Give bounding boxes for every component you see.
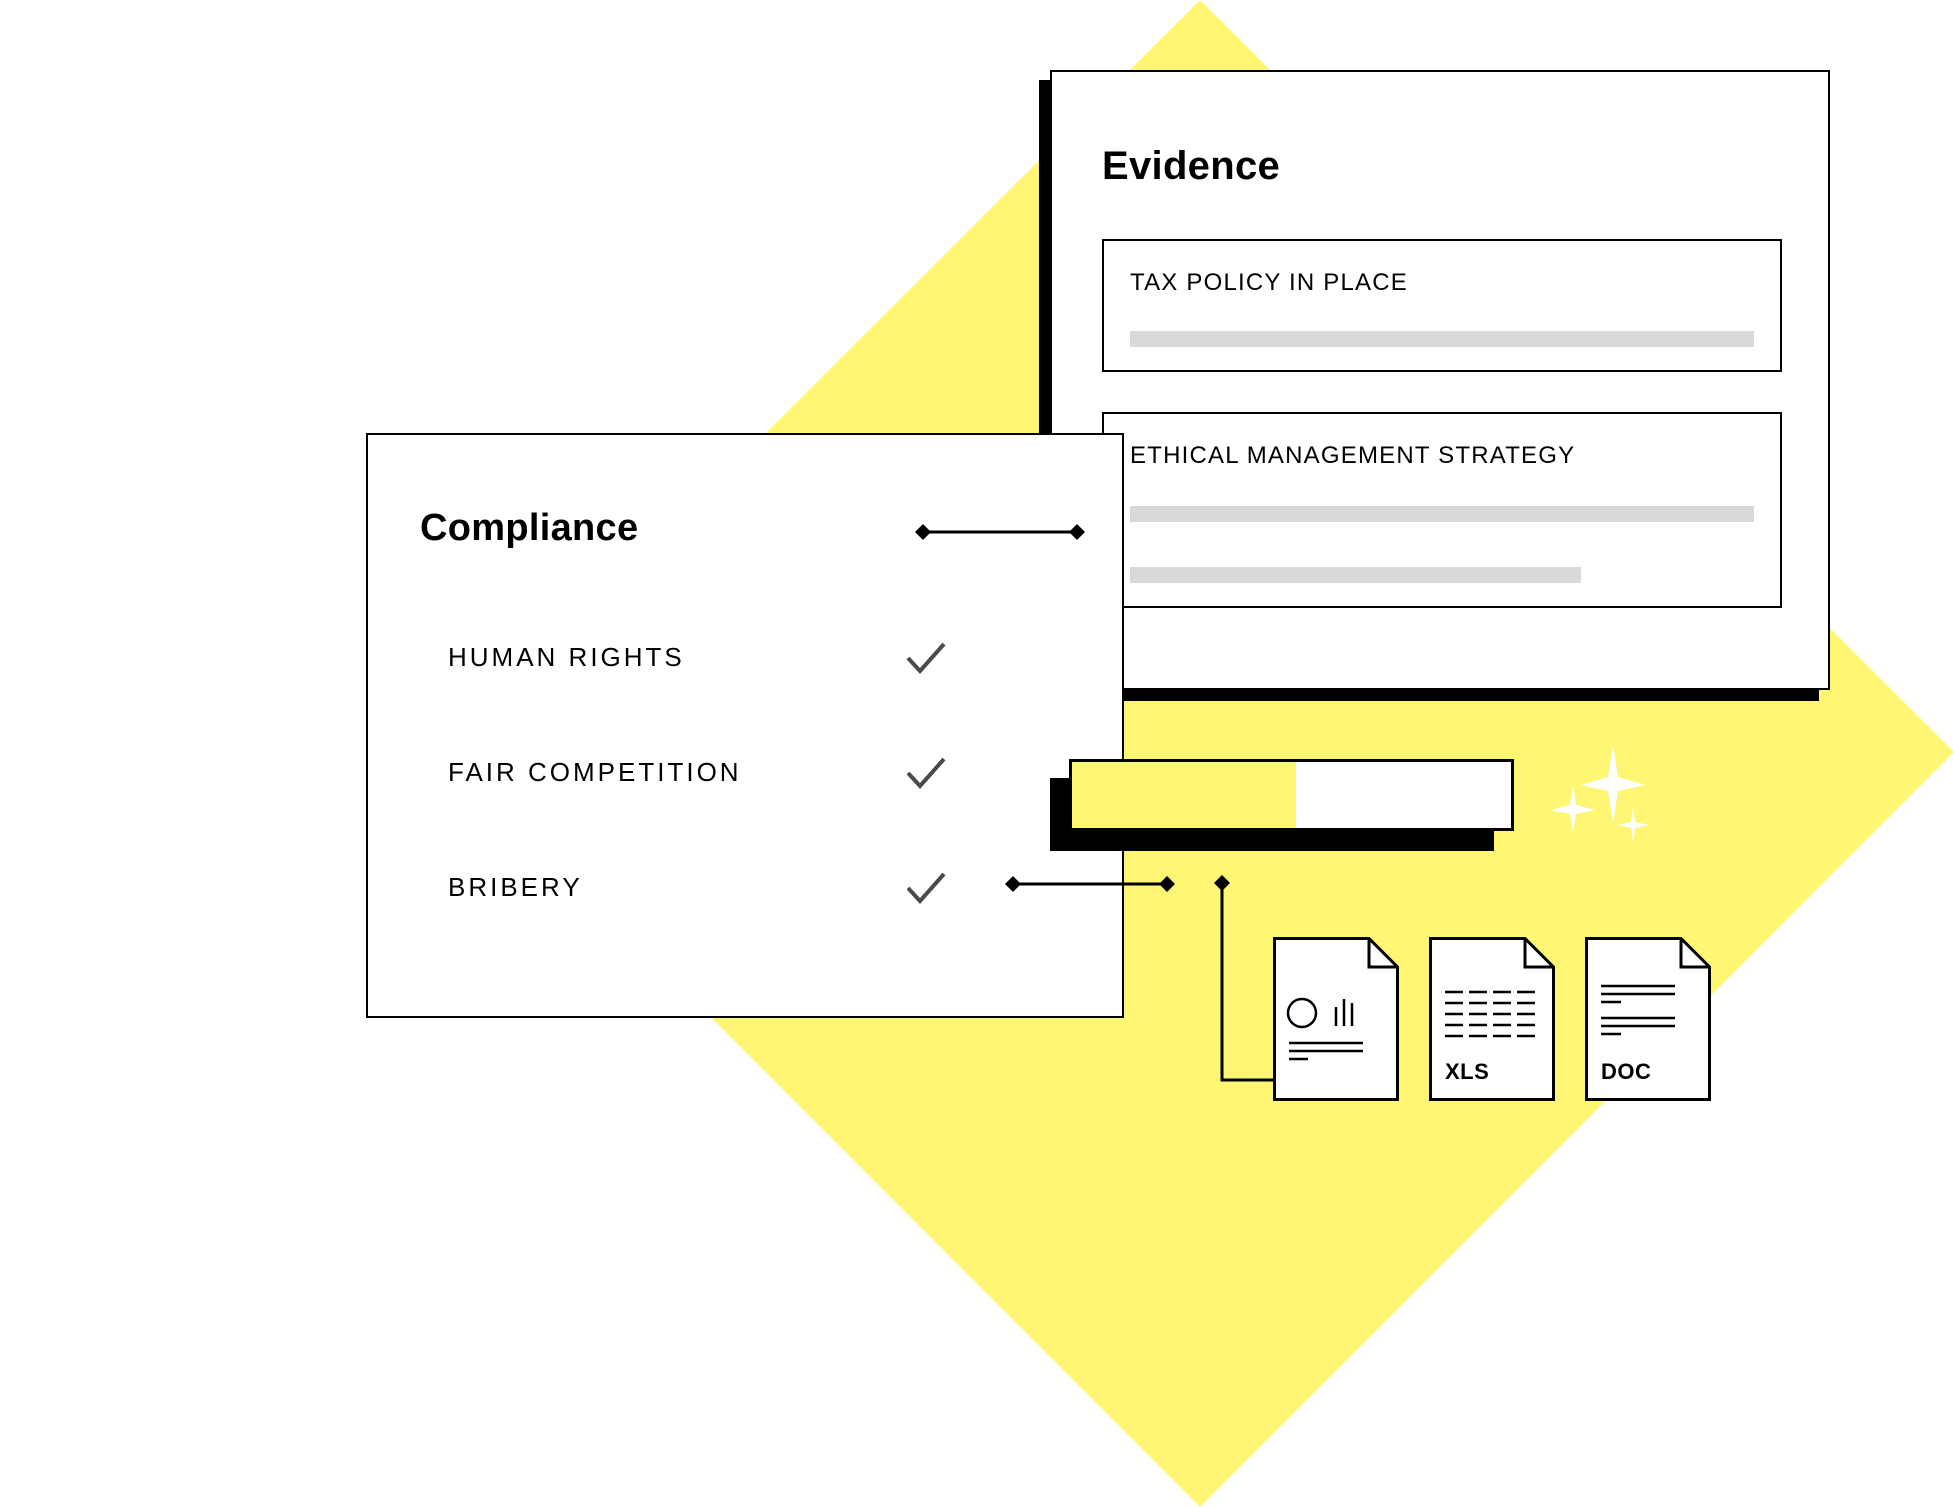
checkmark-icon [906,757,946,789]
checkmark-icon [906,642,946,674]
evidence-card: Evidence TAX POLICY IN PLACE ETHICAL MAN… [1050,70,1830,690]
compliance-item[interactable]: BRIBERY [368,860,1122,920]
spreadsheet-file-icon [1429,937,1555,1101]
compliance-item[interactable]: HUMAN RIGHTS [368,630,1122,690]
evidence-item-label: ETHICAL MANAGEMENT STRATEGY [1130,442,1576,469]
file-type-label: XLS [1445,1059,1490,1084]
file-type-label: DOC [1601,1059,1652,1084]
sparkles-icon [1551,745,1649,843]
evidence-item[interactable]: TAX POLICY IN PLACE [1102,239,1782,372]
compliance-item-label: HUMAN RIGHTS [448,642,685,672]
compliance-item[interactable]: FAIR COMPETITION [368,745,1122,805]
file-xls[interactable]: XLS [1429,937,1555,1101]
evidence-title: Evidence [1102,144,1281,188]
compliance-title: Compliance [420,507,639,549]
compliance-card: Compliance HUMAN RIGHTS FAIR COMPETITION… [366,433,1124,1018]
progress-bar-fill [1072,762,1296,828]
text-placeholder-line [1130,506,1754,522]
progress-bar [1069,759,1514,831]
text-placeholder-line [1130,331,1754,347]
file-report[interactable] [1273,937,1399,1101]
report-file-icon [1273,937,1399,1101]
document-file-icon [1585,937,1711,1101]
compliance-item-label: FAIR COMPETITION [448,757,742,787]
text-placeholder-line [1130,567,1581,583]
evidence-item-label: TAX POLICY IN PLACE [1130,269,1408,296]
evidence-item[interactable]: ETHICAL MANAGEMENT STRATEGY [1102,412,1782,608]
file-doc[interactable]: DOC [1585,937,1711,1101]
compliance-item-label: BRIBERY [448,872,583,902]
checkmark-icon [906,872,946,904]
